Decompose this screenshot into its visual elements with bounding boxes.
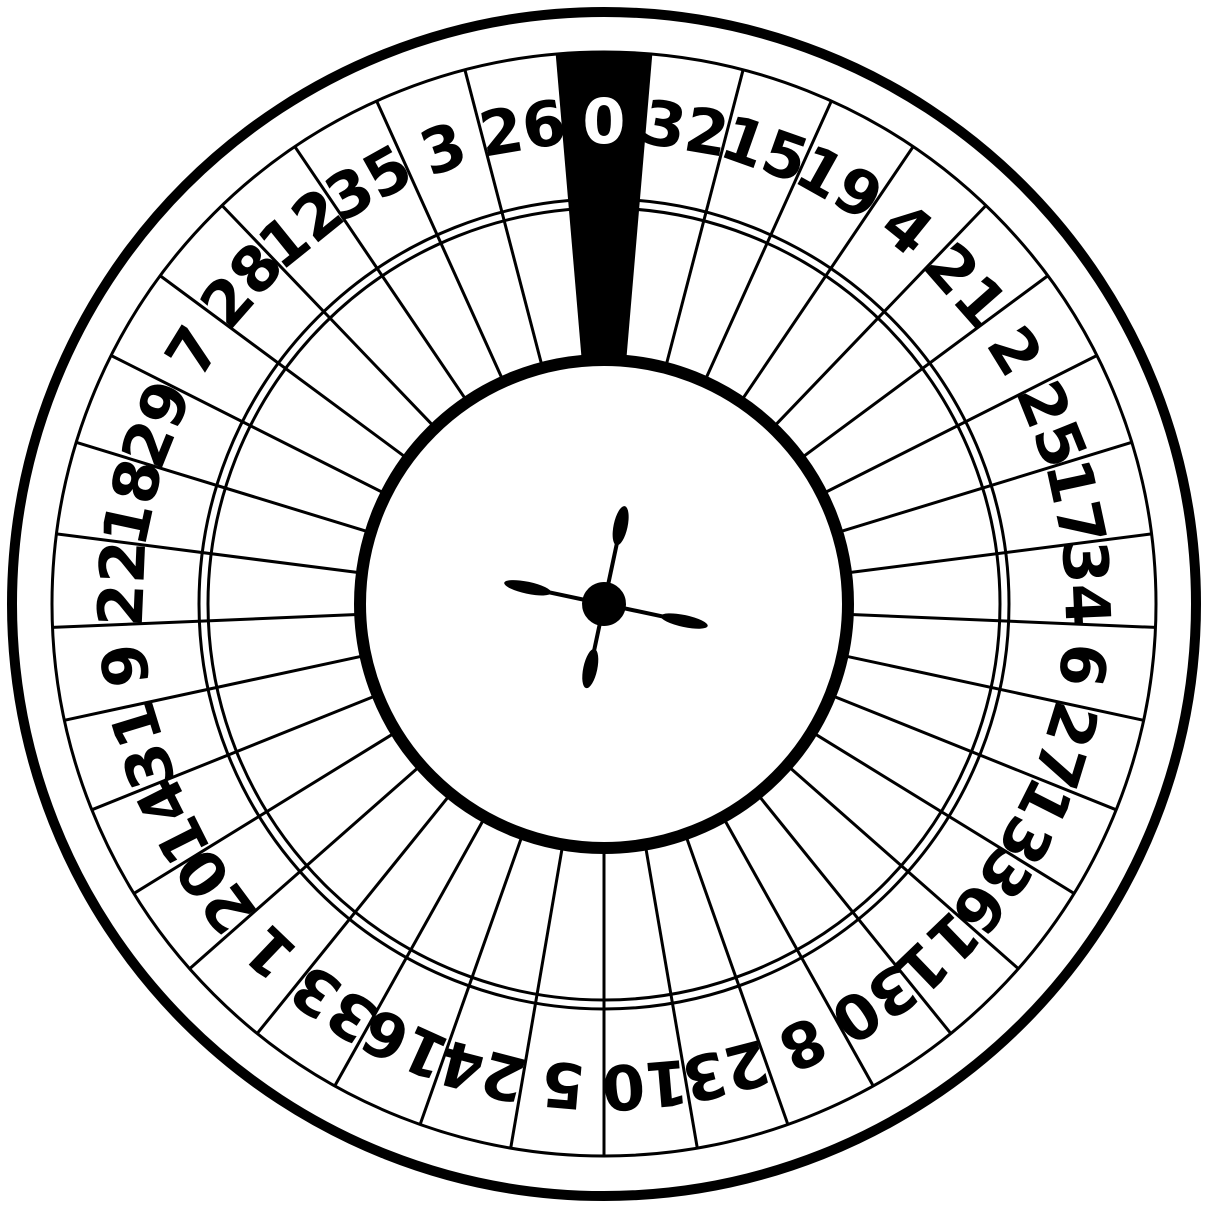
pocket-number-34: 34 xyxy=(1048,539,1125,628)
pocket-number-6: 6 xyxy=(1044,639,1122,691)
pocket-number-9: 9 xyxy=(86,639,164,691)
pocket-number-5: 5 xyxy=(538,1047,587,1123)
pocket-number-17: 17 xyxy=(1031,452,1121,552)
pocket-number-26: 26 xyxy=(474,85,571,172)
pocket-number-8: 8 xyxy=(768,1002,837,1086)
pocket-number-3: 3 xyxy=(411,107,476,190)
pocket-number-10: 10 xyxy=(599,1045,691,1125)
pocket-number-0: 0 xyxy=(582,85,625,158)
pocket-number-21: 21 xyxy=(910,229,1022,342)
pocket-number-22: 22 xyxy=(84,539,161,628)
